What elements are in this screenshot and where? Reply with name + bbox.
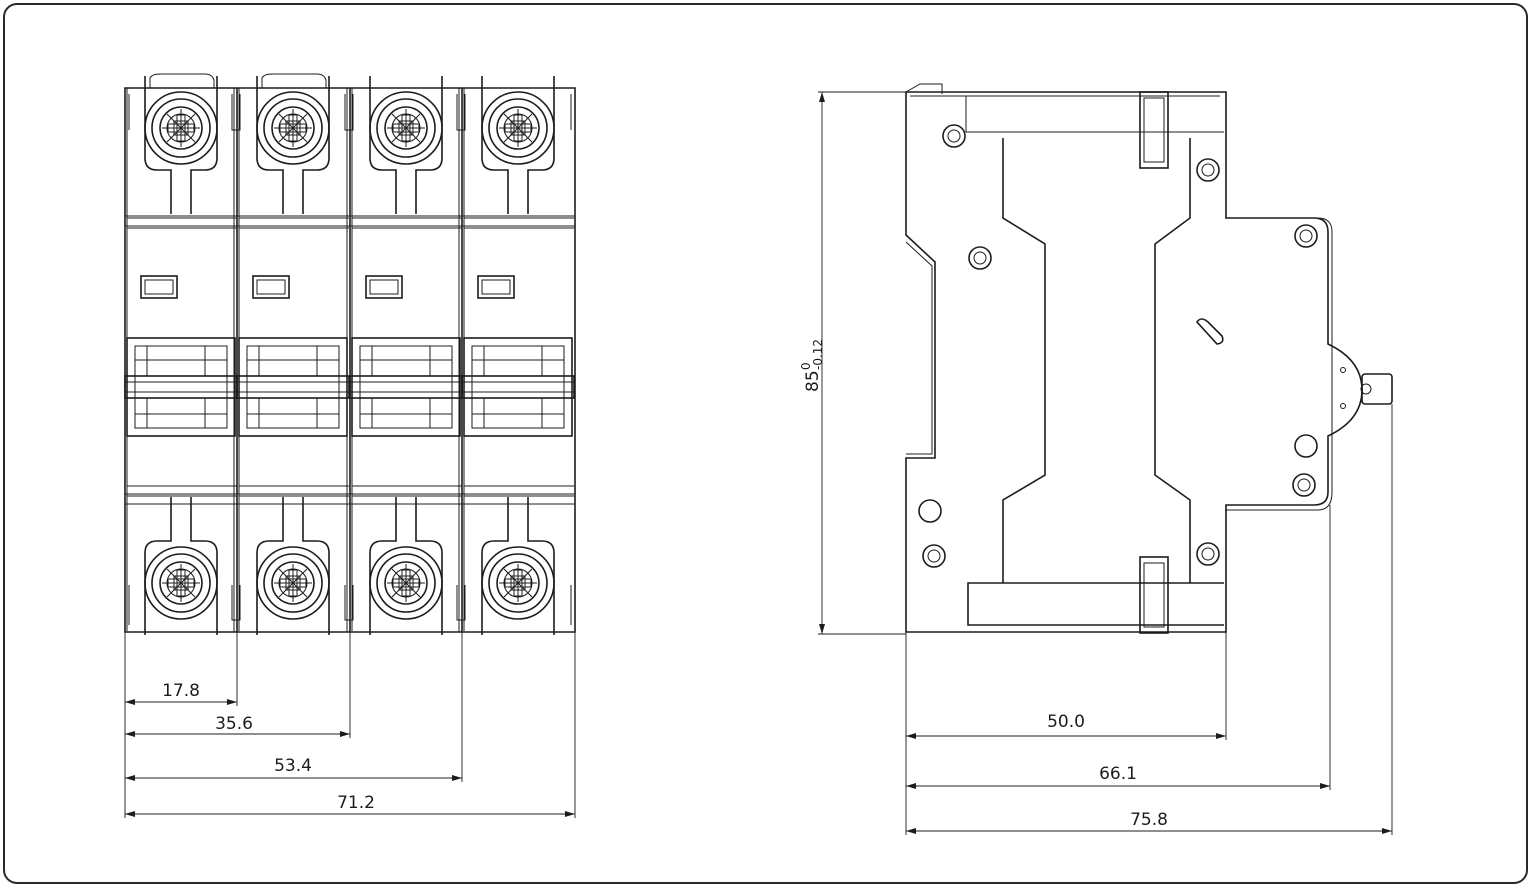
drawing-frame: [3, 3, 1528, 884]
dimension-label-53-4: 53.4: [274, 756, 312, 776]
dimension-line-66-1: 66.1: [906, 764, 1330, 789]
dimension-line-71-2: 71.2: [125, 793, 575, 817]
front-view-dimensions: 17.8 35.6 53.4 71.2: [124, 632, 576, 818]
side-view-dimensions: 85 0 -0.12 50.0 66.1 75.8: [799, 91, 1393, 835]
dimension-label-71-2: 71.2: [337, 793, 375, 813]
dimension-line-17-8: 17.8: [125, 681, 237, 705]
dimension-line-85: 85 0 -0.12: [799, 92, 825, 634]
dimension-line-35-6: 35.6: [125, 714, 350, 737]
height-dimension-label: 85: [803, 370, 823, 392]
dimension-label-75-8: 75.8: [1130, 810, 1168, 830]
side-view: [905, 83, 1393, 634]
dimension-label-66-1: 66.1: [1099, 764, 1137, 784]
dimension-label-35-6: 35.6: [215, 714, 253, 734]
dimension-line-53-4: 53.4: [125, 756, 462, 781]
dimension-label-50-0: 50.0: [1047, 712, 1085, 732]
height-tolerance-upper: 0: [799, 362, 813, 370]
front-view: [124, 73, 576, 636]
dimension-line-50-0: 50.0: [906, 712, 1226, 739]
dimension-label-17-8: 17.8: [162, 681, 200, 701]
dimension-line-75-8: 75.8: [906, 810, 1392, 834]
height-tolerance-lower: -0.12: [811, 339, 825, 370]
